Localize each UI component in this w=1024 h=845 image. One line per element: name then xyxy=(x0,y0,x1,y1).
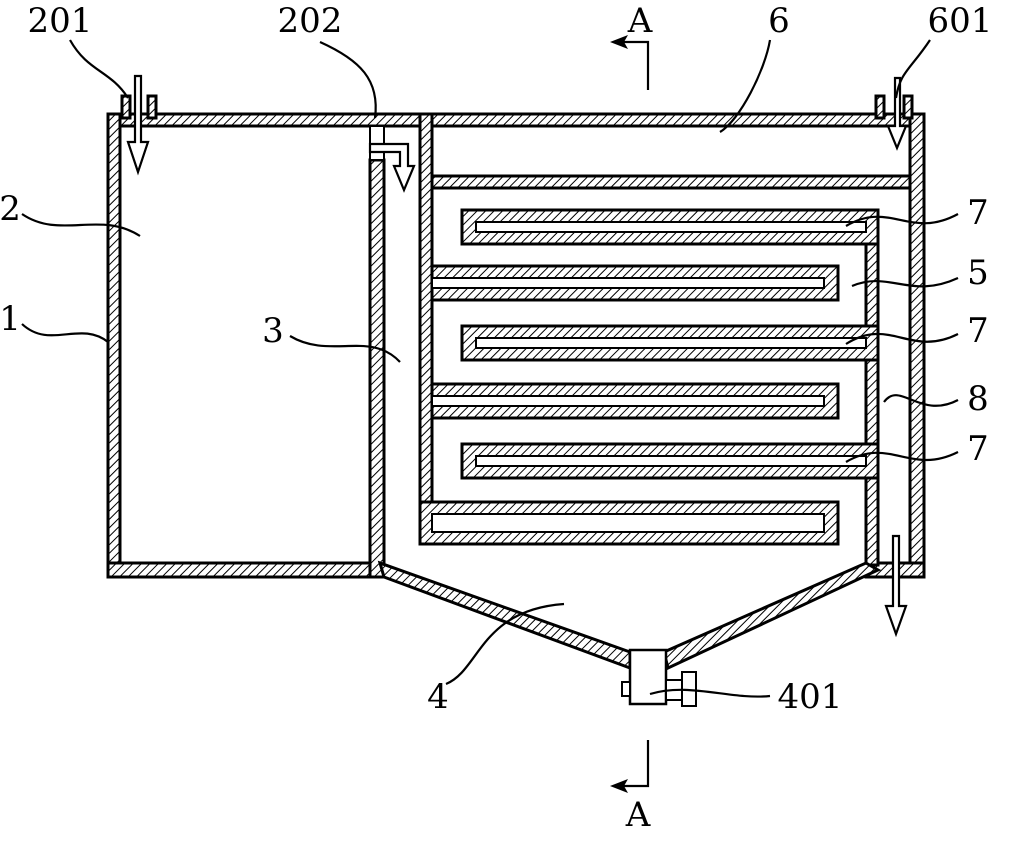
section-marks: A A xyxy=(610,1,653,835)
inlet-601-flange-right xyxy=(902,94,914,120)
channel-divider xyxy=(430,174,912,190)
right-wall xyxy=(908,112,926,579)
label-2: 2 xyxy=(0,189,21,229)
down-arrow-icon xyxy=(368,142,416,193)
hopper-left xyxy=(377,560,632,671)
label-401: 401 xyxy=(778,677,843,717)
outlet-401-knob xyxy=(621,681,631,697)
label-201: 201 xyxy=(28,1,93,41)
outlet-401 xyxy=(628,648,668,706)
label-7-top: 7 xyxy=(967,193,989,233)
leader-lines xyxy=(21,39,959,698)
section-label-bottom: A xyxy=(625,795,651,835)
inlet-201-flange-left xyxy=(120,94,132,120)
label-1: 1 xyxy=(0,299,21,339)
down-arrow-icon xyxy=(126,74,150,176)
top-wall xyxy=(106,112,926,128)
baffles xyxy=(418,208,880,546)
down-arrow-icon xyxy=(884,534,908,638)
label-7-middle: 7 xyxy=(967,311,989,351)
tank-body xyxy=(106,112,926,671)
inner-wall-left xyxy=(418,112,434,546)
label-7-bottom: 7 xyxy=(967,429,989,469)
inlet-201-flange-right xyxy=(146,94,158,120)
label-4: 4 xyxy=(427,677,449,717)
section-label-top: A xyxy=(627,1,653,41)
label-5: 5 xyxy=(967,253,989,293)
label-3: 3 xyxy=(262,311,284,351)
partition-wall-3 xyxy=(368,158,386,579)
label-202: 202 xyxy=(278,1,343,41)
inner-wall-right xyxy=(864,208,880,567)
hopper-right xyxy=(662,561,882,671)
flow-arrows xyxy=(126,74,908,638)
label-6: 6 xyxy=(768,1,790,41)
reference-numerals: 201 202 601 6 2 1 3 7 5 7 8 7 4 401 xyxy=(0,1,992,717)
inlet-601-flange-left xyxy=(874,94,886,120)
down-arrow-icon xyxy=(886,76,908,151)
left-wall xyxy=(106,112,122,579)
label-8: 8 xyxy=(967,379,989,419)
label-601: 601 xyxy=(928,1,993,41)
bottom-wall-left xyxy=(106,561,385,579)
